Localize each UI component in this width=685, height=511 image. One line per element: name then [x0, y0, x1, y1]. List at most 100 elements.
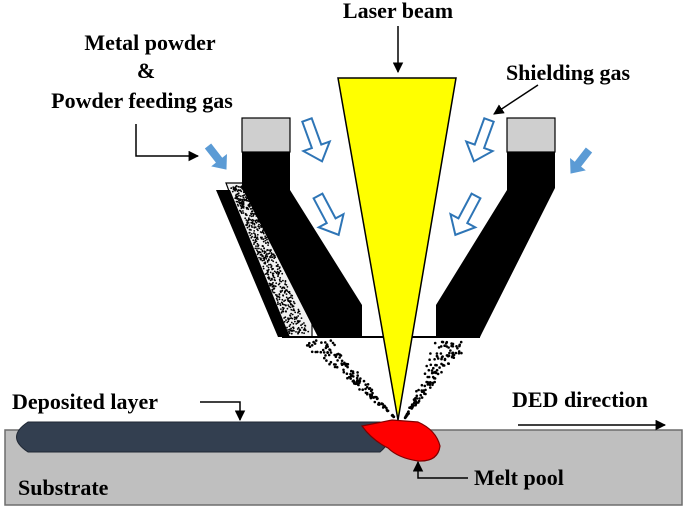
powder-particle: [283, 303, 286, 306]
powder-particle: [320, 341, 323, 344]
powder-particle: [509, 204, 511, 207]
powder-particle: [485, 253, 488, 255]
powder-particle: [454, 325, 457, 327]
powder-particle: [510, 209, 513, 212]
powder-particle: [520, 194, 523, 196]
powder-particle: [263, 257, 266, 260]
powder-particle: [285, 293, 288, 295]
powder-particle: [364, 387, 367, 391]
powder-particle: [461, 301, 464, 304]
powder-particle: [292, 329, 294, 332]
powder-particle: [470, 281, 473, 283]
powder-particle: [349, 377, 353, 380]
powder-particle: [260, 237, 263, 240]
powder-particle: [282, 294, 285, 297]
powder-particle: [244, 213, 247, 216]
shielding-gas-leader: [493, 84, 539, 115]
powder-particle: [281, 303, 284, 306]
powder-particle: [523, 193, 526, 196]
powder-particle: [263, 252, 266, 255]
powder-particle: [275, 271, 277, 274]
powder-particle: [499, 242, 502, 245]
powder-particle: [237, 205, 240, 207]
powder-particle: [257, 220, 259, 222]
powder-particle: [468, 297, 471, 300]
powder-particle: [457, 350, 461, 353]
powder-particle: [250, 229, 252, 231]
powder-particle: [406, 412, 410, 416]
powder-particle: [445, 345, 449, 348]
powder-particle: [482, 267, 485, 269]
powder-particle: [475, 278, 478, 281]
powder-particle: [461, 331, 464, 334]
powder-particle: [278, 282, 281, 285]
powder-particle: [236, 200, 239, 203]
powder-particle: [441, 340, 445, 344]
powder-particle: [277, 303, 279, 306]
powder-particle: [283, 300, 285, 302]
powder-particle: [479, 268, 482, 270]
melt-pool-label: Melt pool: [474, 465, 564, 490]
powder-particle: [471, 286, 474, 289]
powder-particle: [326, 345, 330, 348]
powder-particle: [293, 316, 296, 319]
powder-particle: [378, 403, 381, 406]
powder-particle: [232, 186, 235, 189]
powder-particle: [308, 341, 311, 345]
powder-particle: [344, 364, 348, 367]
powder-particle: [490, 259, 493, 261]
powder-particle: [511, 213, 514, 216]
powder-particle: [504, 235, 507, 237]
powder-particle: [476, 273, 479, 276]
powder-particle: [263, 247, 265, 250]
powder-particle: [279, 304, 282, 307]
powder-particle: [447, 362, 451, 366]
powder-particle: [425, 364, 429, 368]
powder-particle: [498, 253, 501, 256]
powder-particle: [291, 305, 294, 308]
powder-particle: [451, 351, 454, 355]
powder-particle: [439, 345, 443, 348]
powder-particle: [431, 381, 435, 385]
powder-particle: [430, 369, 434, 372]
powder-particle: [501, 229, 503, 232]
powder-particle: [517, 209, 519, 212]
powder-particle: [291, 297, 294, 300]
powder-particle: [474, 299, 477, 302]
powder-particle: [297, 310, 300, 313]
powder-particle: [285, 310, 287, 313]
powder-particle: [453, 327, 456, 330]
powder-particle: [471, 311, 473, 314]
powder-particle: [515, 194, 518, 197]
powder-particle: [480, 276, 482, 279]
powder-particle: [433, 377, 437, 380]
powder-particle: [488, 264, 491, 267]
powder-particle: [463, 305, 465, 308]
powder-particle: [451, 345, 455, 348]
powder-particle: [250, 215, 253, 218]
powder-particle: [254, 226, 257, 229]
powder-particle: [462, 311, 465, 314]
powder-particle: [230, 187, 233, 190]
powder-particle: [270, 256, 272, 259]
powder-particle: [273, 270, 276, 273]
powder-particle: [406, 410, 410, 414]
powder-particle: [257, 238, 259, 241]
powder-particle: [502, 212, 505, 214]
powder-particle: [262, 255, 264, 257]
powder-particle: [272, 274, 274, 277]
powder-particle: [287, 320, 290, 323]
powder-particle: [435, 363, 438, 367]
powder-particle: [295, 316, 298, 318]
powder-particle: [425, 380, 428, 384]
powder-particle: [496, 252, 499, 255]
powder-particle: [385, 406, 388, 410]
powder-particle: [524, 191, 526, 194]
powder-particle: [298, 331, 300, 333]
powder-particle: [242, 196, 245, 199]
powder-particle: [490, 247, 492, 249]
powder-particle: [361, 388, 365, 392]
powder-particle: [483, 272, 485, 275]
powder-particle: [452, 332, 454, 335]
powder-particle: [496, 228, 499, 230]
